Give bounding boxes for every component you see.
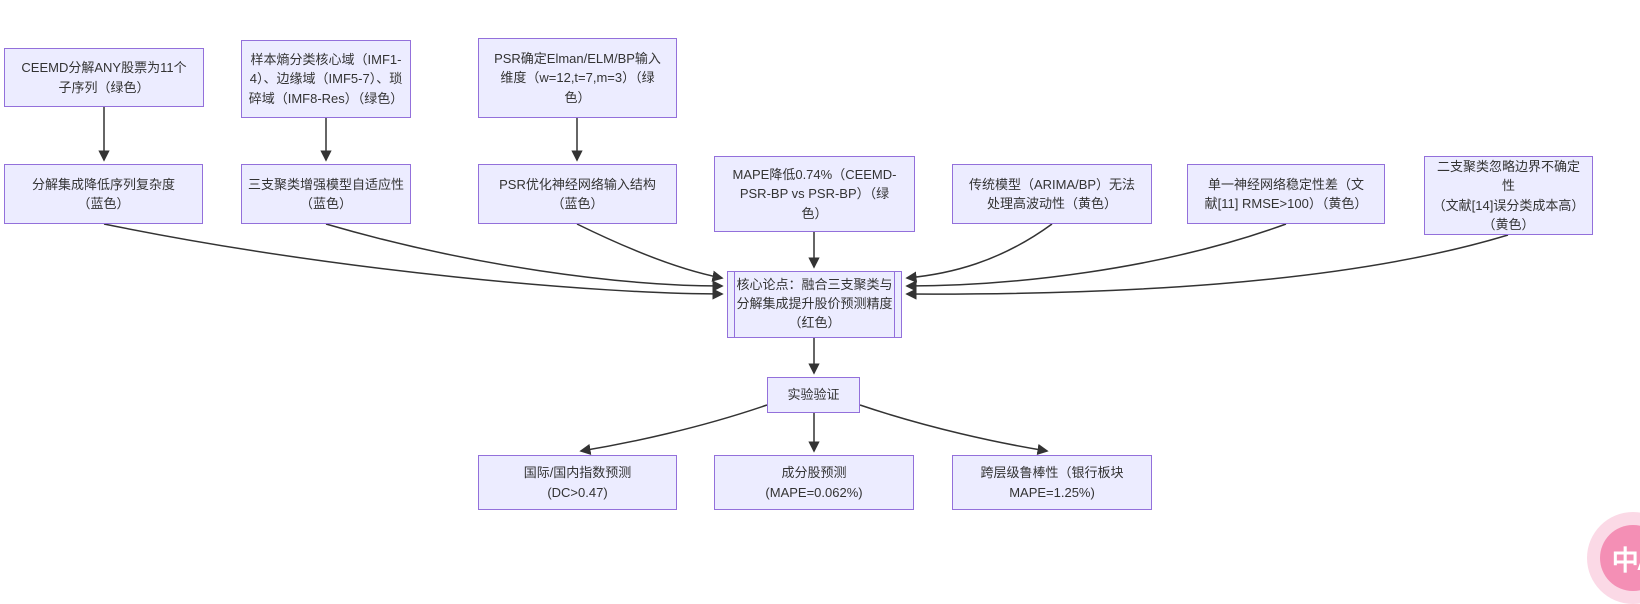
node-single-nn-instability-label: 单一神经网络稳定性差（文 献[11] RMSE>100）（黄色） — [1204, 176, 1368, 211]
node-experiment-validation-label: 实验验证 — [787, 387, 840, 403]
node-core-thesis: 核心论点：融合三支聚类与 分解集成提升股价预测精度 （红色） — [727, 271, 902, 338]
edge-b3-core — [576, 223, 724, 282]
node-mape-reduction: MAPE降低0.74%（CEEMD- PSR-BP vs PSR-BP）（绿 色… — [714, 156, 915, 232]
node-sample-entropy-label: 样本熵分类核心域（IMF1- 4）、边缘域（IMF5-7）、琐 碎域（IMF8-… — [248, 52, 404, 106]
node-mape-reduction-label: MAPE降低0.74%（CEEMD- PSR-BP vs PSR-BP）（绿 色… — [732, 167, 897, 221]
node-three-way-clustering: 三支聚类增强模型自适应性 （蓝色） — [241, 164, 411, 224]
node-psr-dimension-label: PSR确定Elman/ELM/BP输入 维度（w=12,t=7,m=3）（绿 色… — [494, 51, 661, 105]
node-decompose-ensemble-label: 分解集成降低序列复杂度 （蓝色） — [31, 176, 175, 211]
edge-b5-core — [905, 223, 1053, 283]
edge-b6-core — [905, 223, 1287, 292]
node-constituent-forecast-label: 成分股预测 (MAPE=0.062%) — [765, 465, 863, 500]
edge-b7-core — [905, 234, 1509, 300]
node-cross-level-robustness: 跨层级鲁棒性（银行板块 MAPE=1.25%) — [952, 455, 1152, 510]
node-ceemd-decompose: CEEMD分解ANY股票为11个 子序列（绿色） — [4, 48, 204, 107]
node-two-way-clustering-limit-label: 二支聚类忽略边界不确定性 （文献[14]误分类成本高） （黄色） — [1432, 159, 1585, 232]
node-traditional-model-limit-label: 传统模型（ARIMA/BP）无法 处理高波动性（黄色） — [968, 176, 1136, 211]
node-psr-optimize: PSR优化神经网络输入结构 （蓝色） — [478, 164, 677, 224]
node-sample-entropy: 样本熵分类核心域（IMF1- 4）、边缘域（IMF5-7）、琐 碎域（IMF8-… — [241, 40, 411, 118]
node-decompose-ensemble: 分解集成降低序列复杂度 （蓝色） — [4, 164, 203, 224]
node-traditional-model-limit: 传统模型（ARIMA/BP）无法 处理高波动性（黄色） — [952, 164, 1152, 224]
node-psr-dimension: PSR确定Elman/ELM/BP输入 维度（w=12,t=7,m=3）（绿 色… — [478, 38, 677, 118]
translate-badge-button[interactable]: 中A — [1600, 525, 1640, 591]
flowchart-canvas: CEEMD分解ANY股票为11个 子序列（绿色） 样本熵分类核心域（IMF1- … — [4, 38, 1640, 604]
node-index-forecast-label: 国际/国内指数预测 (DC>0.47) — [523, 465, 632, 500]
node-two-way-clustering-limit: 二支聚类忽略边界不确定性 （文献[14]误分类成本高） （黄色） — [1424, 156, 1593, 235]
edge-b1-core — [103, 223, 724, 300]
node-core-thesis-label: 核心论点：融合三支聚类与 分解集成提升股价预测精度 （红色） — [736, 277, 893, 330]
node-cross-level-robustness-label: 跨层级鲁棒性（银行板块 MAPE=1.25%) — [980, 465, 1124, 500]
translate-badge-label: 中A — [1611, 545, 1640, 576]
node-psr-optimize-label: PSR优化神经网络输入结构 （蓝色） — [499, 176, 656, 211]
node-index-forecast: 国际/国内指数预测 (DC>0.47) — [478, 455, 677, 510]
edge-b2-core — [325, 223, 724, 292]
node-constituent-forecast: 成分股预测 (MAPE=0.062%) — [714, 455, 914, 510]
edges-layer — [98, 107, 1509, 456]
node-three-way-clustering-label: 三支聚类增强模型自适应性 （蓝色） — [248, 176, 405, 211]
node-ceemd-decompose-label: CEEMD分解ANY股票为11个 子序列（绿色） — [21, 60, 187, 95]
node-single-nn-instability: 单一神经网络稳定性差（文 献[11] RMSE>100）（黄色） — [1187, 164, 1385, 224]
edge-exp-e1 — [579, 404, 768, 456]
edge-exp-e3 — [859, 404, 1049, 456]
node-experiment-validation: 实验验证 — [767, 377, 860, 413]
